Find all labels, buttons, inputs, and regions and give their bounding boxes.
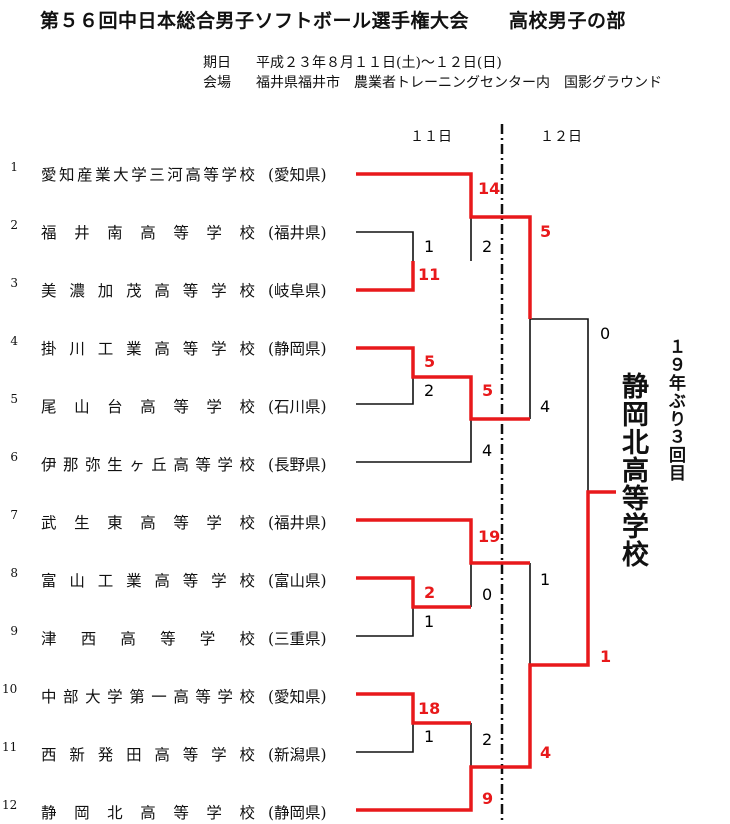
date-value: 平成２３年８月１１日(土)～１２日(日) — [256, 55, 502, 71]
team-seed: 8 — [10, 566, 18, 580]
score-m1-top: 1 — [424, 237, 434, 256]
score-sf2-top: 1 — [540, 570, 550, 589]
team-school: 尾山台高等学校 — [41, 398, 255, 416]
winner-lines — [356, 172, 616, 812]
score-qf4-top: 2 — [482, 730, 492, 749]
venue-label: 会場 — [203, 75, 231, 91]
team-prefecture: (静岡県) — [268, 340, 327, 358]
score-qf1-bot: 2 — [482, 237, 492, 256]
line-sf1-final — [530, 318, 589, 492]
team-school: 富山工業高等学校 — [41, 572, 255, 590]
score-m1-bot: 11 — [418, 265, 440, 284]
score-qf2-top: 5 — [482, 381, 493, 400]
score-qf4-bot: 9 — [482, 789, 493, 808]
team-school: 津西高等学校 — [41, 630, 255, 648]
win-t8 — [356, 576, 471, 609]
score-m2-top: 5 — [424, 352, 435, 371]
team-prefecture: (三重県) — [268, 630, 327, 648]
win-t12 — [356, 490, 616, 812]
win-t10 — [356, 692, 471, 725]
team-school: 福井南高等学校 — [41, 224, 255, 242]
team-seed: 10 — [2, 682, 18, 696]
score-sf1-top: 5 — [540, 222, 551, 241]
team-school: 中部大学第一高等学校 — [41, 688, 255, 706]
loser-lines — [356, 217, 589, 767]
venue-value: 福井県福井市 農業者トレーニングセンター内 国影グラウンド — [256, 75, 662, 91]
score-qf2-bot: 4 — [482, 441, 492, 460]
day1-label: １１日 — [410, 129, 452, 145]
team-prefecture: (岐阜県) — [268, 282, 327, 300]
win-t1 — [356, 172, 532, 319]
team-school: 愛知産業大学三河高等学校 — [41, 166, 255, 184]
line-t2 — [356, 231, 414, 261]
score-qf1-top: 14 — [478, 179, 500, 198]
team-seed: 3 — [10, 276, 18, 290]
score-m2-bot: 2 — [424, 381, 434, 400]
tournament-title: 第５６回中日本総合男子ソフトボール選手権大会 — [40, 10, 470, 32]
team-seed: 2 — [10, 218, 18, 232]
team-seed: 5 — [10, 392, 18, 406]
line-t9 — [356, 607, 414, 637]
team-prefecture: (福井県) — [268, 514, 327, 532]
champion-name: 静岡北高等学校 — [617, 372, 648, 568]
scores: 1 11 5 2 2 1 18 1 14 2 5 4 19 0 2 9 5 4 … — [418, 179, 611, 808]
win-t7 — [356, 518, 530, 565]
team-seed: 1 — [10, 160, 18, 174]
date-label: 期日 — [203, 55, 231, 71]
win-t4 — [356, 346, 530, 421]
team-prefecture: (愛知県) — [268, 166, 327, 184]
score-m4-bot: 1 — [424, 727, 434, 746]
score-final-bot: 1 — [600, 647, 611, 666]
team-prefecture: (富山県) — [268, 572, 327, 590]
team-school: 西新発田高等学校 — [41, 746, 255, 764]
division-title: 高校男子の部 — [509, 10, 627, 32]
score-m3-top: 2 — [424, 583, 435, 602]
team-prefecture: (静岡県) — [268, 804, 327, 822]
team-school: 美濃加茂高等学校 — [41, 282, 255, 300]
team-prefecture: (長野県) — [268, 456, 327, 474]
score-sf1-bot: 4 — [540, 397, 550, 416]
score-qf3-bot: 0 — [482, 585, 492, 604]
team-seed: 9 — [10, 624, 18, 638]
score-m4-top: 18 — [418, 699, 440, 718]
team-prefecture: (石川県) — [268, 398, 327, 416]
team-seed: 4 — [10, 334, 18, 348]
team-seed: 12 — [2, 798, 18, 812]
team-seed: 6 — [10, 450, 18, 464]
win-t3 — [356, 261, 415, 292]
team-prefecture: (愛知県) — [268, 688, 327, 706]
score-qf3-top: 19 — [478, 527, 500, 546]
team-prefecture: (新潟県) — [268, 746, 327, 764]
team-school: 伊那弥生ヶ丘高等学校 — [41, 456, 255, 474]
team-school: 武生東高等学校 — [41, 514, 255, 532]
team-prefecture: (福井県) — [268, 224, 327, 242]
day2-label: １２日 — [540, 129, 582, 145]
team-seed: 7 — [10, 508, 18, 522]
page-title: 第５６回中日本総合男子ソフトボール選手権大会 高校男子の部 — [40, 6, 626, 33]
line-t6 — [356, 419, 472, 463]
champion-note: １９年ぶり３回目 — [665, 338, 685, 482]
line-t5 — [356, 377, 414, 405]
line-t11 — [356, 723, 414, 753]
score-m3-bot: 1 — [424, 612, 434, 631]
team-seed: 11 — [2, 740, 18, 754]
team-school: 掛川工業高等学校 — [41, 340, 255, 358]
score-sf2-bot: 4 — [540, 743, 551, 762]
team-school: 静岡北高等学校 — [41, 804, 255, 822]
score-final-top: 0 — [600, 324, 610, 343]
